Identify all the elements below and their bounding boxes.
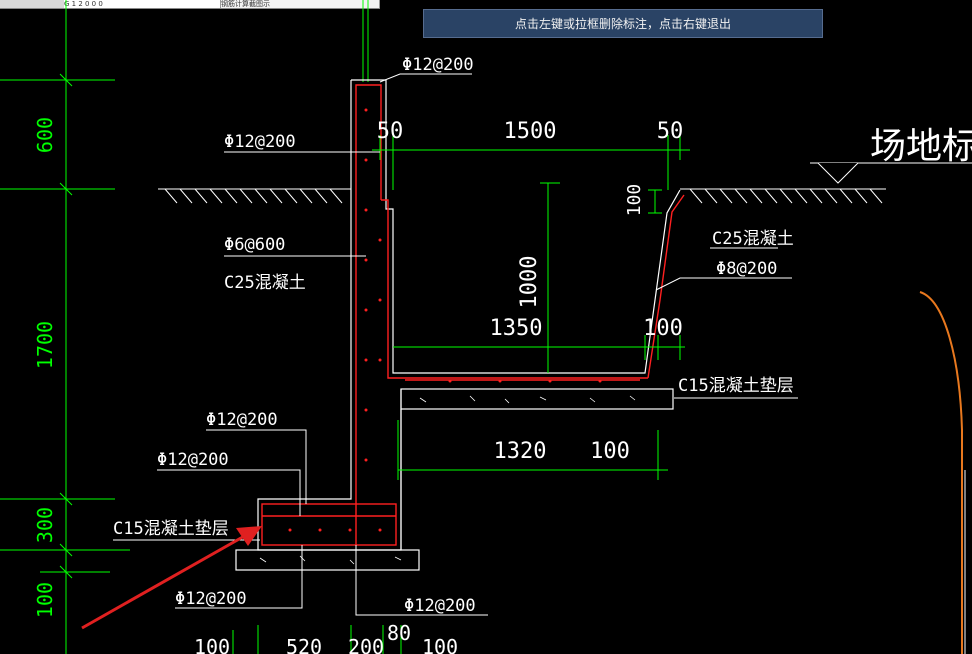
ground-line [158,162,972,204]
annotation-labels: Φ12@200 Φ12@200 Φ6@600 C25混凝土 C25混凝土 Φ8@… [113,55,794,616]
axis-lines [65,0,369,654]
drawing-tabbar: G 1 2 0 0 0 钢筋计算截图示 [0,0,380,9]
command-hint-bar: 点击左键或拉框删除标注，点击右键退出 [423,9,823,38]
rebar-dots [288,108,602,532]
concrete-hatch [259,395,636,565]
dim-100-bottom-right: 100 [422,635,458,654]
label-rebar-footing-mid: Φ12@200 [157,450,229,470]
dim-1000: 1000 [517,256,542,309]
rebar-lines [261,84,685,546]
dim-50-right: 50 [657,119,684,144]
label-rebar-distribution: Φ6@600 [224,235,285,255]
leader-lines [113,73,798,616]
structure-outline [235,79,681,571]
label-c25-left: C25混凝土 [224,273,306,293]
label-rebar-slope: Φ8@200 [716,259,777,279]
label-rebar-footing-top: Φ12@200 [206,410,278,430]
label-rebar-wall: Φ12@200 [224,132,296,152]
dim-300: 300 [33,507,57,543]
dim-600: 600 [33,117,57,153]
label-rebar-bottom-left: Φ12@200 [175,589,247,609]
dim-200: 200 [348,635,384,654]
dim-80: 80 [387,621,411,645]
boundary-curve [919,291,963,654]
dim-520: 520 [286,635,322,654]
dim-1500: 1500 [504,119,557,144]
dim-1700: 1700 [33,321,57,369]
label-c25-right: C25混凝土 [712,229,794,249]
label-c15-right: C15混凝土垫层 [678,376,794,396]
inner-dimensions [372,135,690,480]
dim-50-left: 50 [377,119,404,144]
ground-elevation-label: 场地标 [870,126,972,167]
dim-100-top: 100 [624,184,645,217]
red-arrow [81,526,262,630]
label-c15-left: C15混凝土垫层 [113,519,229,539]
bottom-dimensions [232,625,402,654]
dim-100-low: 100 [590,439,630,464]
dim-100-left: 100 [33,582,57,618]
label-rebar-top: Φ12@200 [402,55,474,75]
dim-texts-white: 50 1500 50 100 1000 1350 100 1320 100 10… [194,119,683,654]
dim-100-bottom: 100 [194,635,230,654]
dim-1320: 1320 [494,439,547,464]
dim-1350: 1350 [490,316,543,341]
drawing-tab-1[interactable]: G 1 2 0 0 0 [64,0,221,8]
dimension-texts: 600 1700 300 100 [33,117,57,618]
label-rebar-bottom-right: Φ12@200 [404,596,476,616]
left-dimension-chain [0,73,130,579]
drawing-tab-2[interactable]: 钢筋计算截图示 [221,0,380,8]
dim-100-mid: 100 [643,316,683,341]
